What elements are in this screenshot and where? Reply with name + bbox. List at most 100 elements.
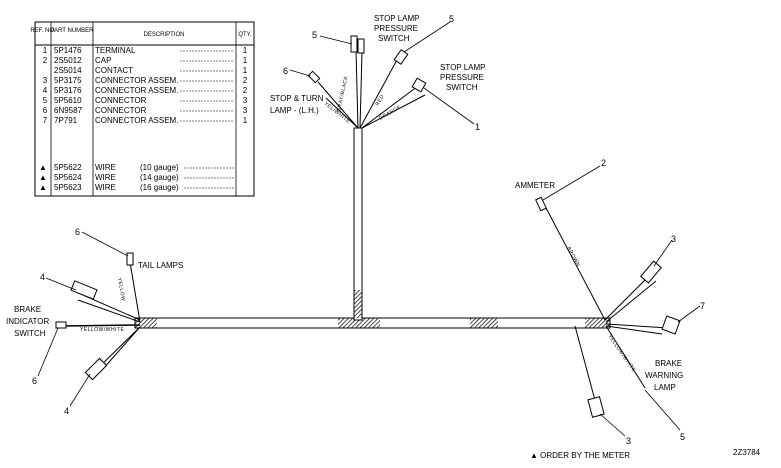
header-qty: QTY. (238, 32, 252, 38)
label-brake-warning-b: WARNING (645, 371, 683, 380)
cell-description: CONNECTOR ASSEM. (95, 86, 178, 95)
callout-5-right: 5 (449, 14, 454, 24)
harness (55, 35, 681, 418)
connector-4-top (70, 280, 98, 300)
cell-description: WIRE (95, 173, 116, 182)
connector-7 (661, 315, 681, 335)
cell-description: WIRE (95, 163, 116, 172)
cell-ref: 5 (43, 96, 48, 105)
cell-qty: 1 (243, 46, 248, 55)
cell-part-number: 2S5014 (54, 66, 82, 75)
callout-1: 1 (475, 122, 480, 132)
cell-ref: 2 (43, 56, 48, 65)
cell-qty: 3 (243, 106, 248, 115)
table-row: ▲ 5P5624 WIRE (14 gauge) (39, 173, 234, 182)
table-row: 1 5P1476 TERMINAL 1 (43, 46, 248, 55)
cell-part-number: 7P791 (54, 116, 78, 125)
cell-part-number: 5P5610 (54, 96, 82, 105)
cell-gauge: (14 gauge) (140, 173, 179, 182)
label-stop-lamp-switch-2c: SWITCH (446, 83, 478, 92)
cell-description: WIRE (95, 183, 116, 192)
cell-qty: 3 (243, 96, 248, 105)
callout-5-bottom: 5 (680, 432, 685, 442)
header-ref-no: REF. NO. (30, 28, 56, 34)
connector-2-ammeter (535, 196, 547, 212)
cell-ref: 3 (43, 76, 48, 85)
callout-2: 2 (601, 158, 606, 168)
cell-part-number: 2S5012 (54, 56, 82, 65)
cell-ref: 1 (43, 46, 48, 55)
cell-qty: 2 (243, 76, 248, 85)
order-note: ▲ ORDER BY THE METER (530, 451, 630, 460)
connector-5-top-b (357, 38, 365, 54)
cell-description: TERMINAL (95, 46, 136, 55)
wire-label-yellow-white-left: YELLOW/WHITE (80, 327, 125, 333)
callout-6-top: 6 (283, 66, 288, 76)
cell-part-number: 5P5624 (54, 173, 82, 182)
callout-4-bottom: 4 (64, 406, 69, 416)
cell-qty: 1 (243, 116, 248, 125)
cell-part-number: 6N9587 (54, 106, 83, 115)
callout-3-right: 3 (671, 234, 676, 244)
label-brake-warning-c: LAMP (654, 383, 676, 392)
trunk-hatch-middle (338, 318, 380, 328)
callout-4-top: 4 (40, 272, 45, 282)
wire-label-yellow-white-right: YELLOW/WHITE (606, 334, 636, 374)
table-row: 6 6N9587 CONNECTOR 3 (43, 106, 248, 115)
cell-part-number: 5P1476 (54, 46, 82, 55)
cell-description: CONNECTOR ASSEM. (95, 76, 178, 85)
table-row: 2S5014 CONTACT 1 (54, 66, 248, 75)
cell-part-number: 5P3175 (54, 76, 82, 85)
trunk-hatch-left (135, 318, 157, 328)
cell-part-number: 5P5622 (54, 163, 82, 172)
cell-gauge: (10 gauge) (140, 163, 179, 172)
cell-description: CONTACT (95, 66, 133, 75)
table-row: 3 5P3175 CONNECTOR ASSEM. 2 (43, 76, 248, 85)
table-row: ▲ 5P5622 WIRE (10 gauge) (39, 163, 234, 172)
header-description: DESCRIPTION (143, 32, 184, 38)
trunk-hatch-right-a (470, 318, 498, 328)
wire-label-yellow-tail: YELLOW (116, 277, 126, 302)
cell-ref: ▲ (39, 163, 47, 172)
cell-description: CONNECTOR (95, 106, 147, 115)
table-row: 5 5P5610 CONNECTOR 3 (43, 96, 248, 105)
callout-6-left: 6 (32, 376, 37, 386)
cell-ref: 4 (43, 86, 48, 95)
cell-description: CONNECTOR (95, 96, 147, 105)
connector-3-bottom (587, 396, 605, 418)
label-brake-indicator-a: BRAKE (14, 305, 41, 314)
callout-3-bottom: 3 (626, 436, 631, 446)
cell-gauge: (16 gauge) (140, 183, 179, 192)
cell-description: CAP (95, 56, 111, 65)
cell-qty: 1 (243, 66, 248, 75)
trunk-hatch-right-b (585, 318, 610, 328)
connector-3-right (640, 260, 662, 284)
label-stop-lamp-switch-1b: PRESSURE (374, 24, 418, 33)
label-stop-lamp-switch-2b: PRESSURE (440, 73, 484, 82)
callout-6-tail: 6 (75, 227, 80, 237)
cell-ref: ▲ (39, 173, 47, 182)
header-part-number: PART NUMBER (50, 28, 94, 34)
label-stop-lamp-switch-1c: SWITCH (378, 34, 410, 43)
label-stop-lamp-switch-2a: STOP LAMP (440, 63, 486, 72)
cell-ref: ▲ (39, 183, 47, 192)
wire-label-brown: BROWN (565, 246, 581, 268)
connector-6-left (55, 321, 67, 329)
label-brake-indicator-c: SWITCH (14, 329, 46, 338)
label-stop-lamp-switch-1a: STOP LAMP (374, 14, 420, 23)
label-ammeter: AMMETER (515, 181, 555, 190)
cell-part-number: 5P3176 (54, 86, 82, 95)
label-brake-warning-a: BRAKE (655, 359, 682, 368)
wire-label-red: RED (375, 94, 386, 107)
cell-ref: 6 (43, 106, 48, 115)
connector-6-top (307, 70, 321, 84)
label-brake-indicator-b: INDICATOR (6, 317, 49, 326)
